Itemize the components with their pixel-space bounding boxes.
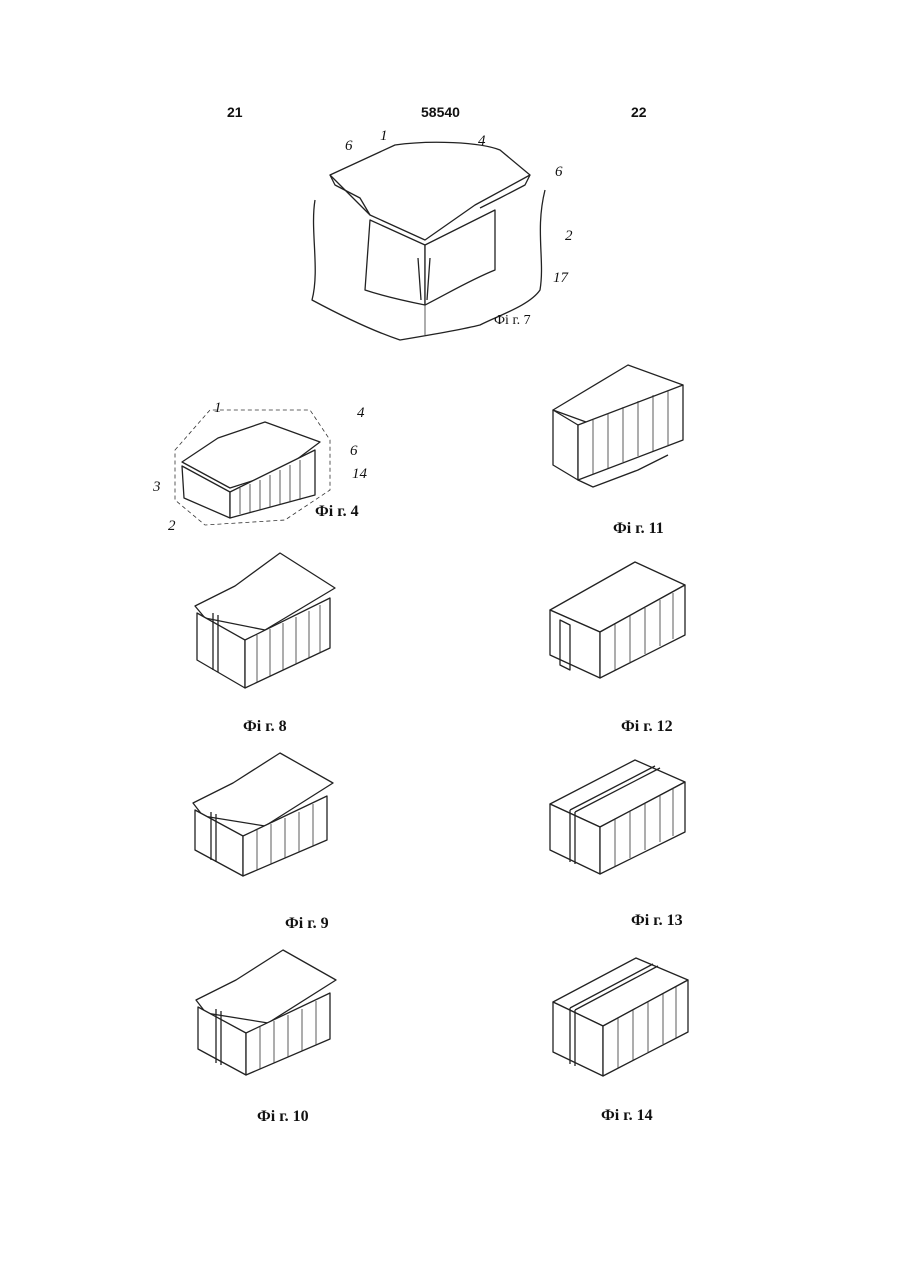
patent-number: 58540 [421,104,460,120]
fig14-drawing [548,950,696,1082]
fig7-caption: Фі г. 7 [494,313,531,329]
fig4-ref-1: 1 [214,400,222,417]
page-number-left: 21 [227,104,243,120]
fig7-ref-1: 1 [380,128,388,145]
fig13-caption: Фі г. 13 [631,912,683,930]
fig10-caption: Фі г. 10 [257,1108,309,1126]
fig12-drawing [545,550,695,685]
fig8-caption: Фі г. 8 [243,718,287,736]
fig9-caption: Фі г. 9 [285,915,329,933]
fig4-caption: Фі г. 4 [315,503,359,521]
fig4-ref-4: 4 [357,405,365,422]
fig4-ref-14: 14 [352,466,367,483]
fig10-drawing [188,945,348,1080]
fig9-drawing [185,748,345,878]
fig11-caption: Фі г. 11 [613,520,664,538]
fig14-caption: Фі г. 14 [601,1107,653,1125]
fig7-ref-2: 2 [565,228,573,245]
fig4-ref-3: 3 [153,479,161,496]
fig13-drawing [545,752,695,880]
fig4-ref-2: 2 [168,518,176,535]
fig7-drawing [300,130,600,350]
fig8-drawing [185,548,355,693]
fig12-caption: Фі г. 12 [621,718,673,736]
fig7-ref-17: 17 [553,270,568,287]
page-number-right: 22 [631,104,647,120]
fig7-ref-6-right: 6 [555,164,563,181]
fig4-ref-6: 6 [350,443,358,460]
fig7-ref-4: 4 [478,133,486,150]
fig11-drawing [548,355,688,490]
fig7-ref-6-left: 6 [345,138,353,155]
